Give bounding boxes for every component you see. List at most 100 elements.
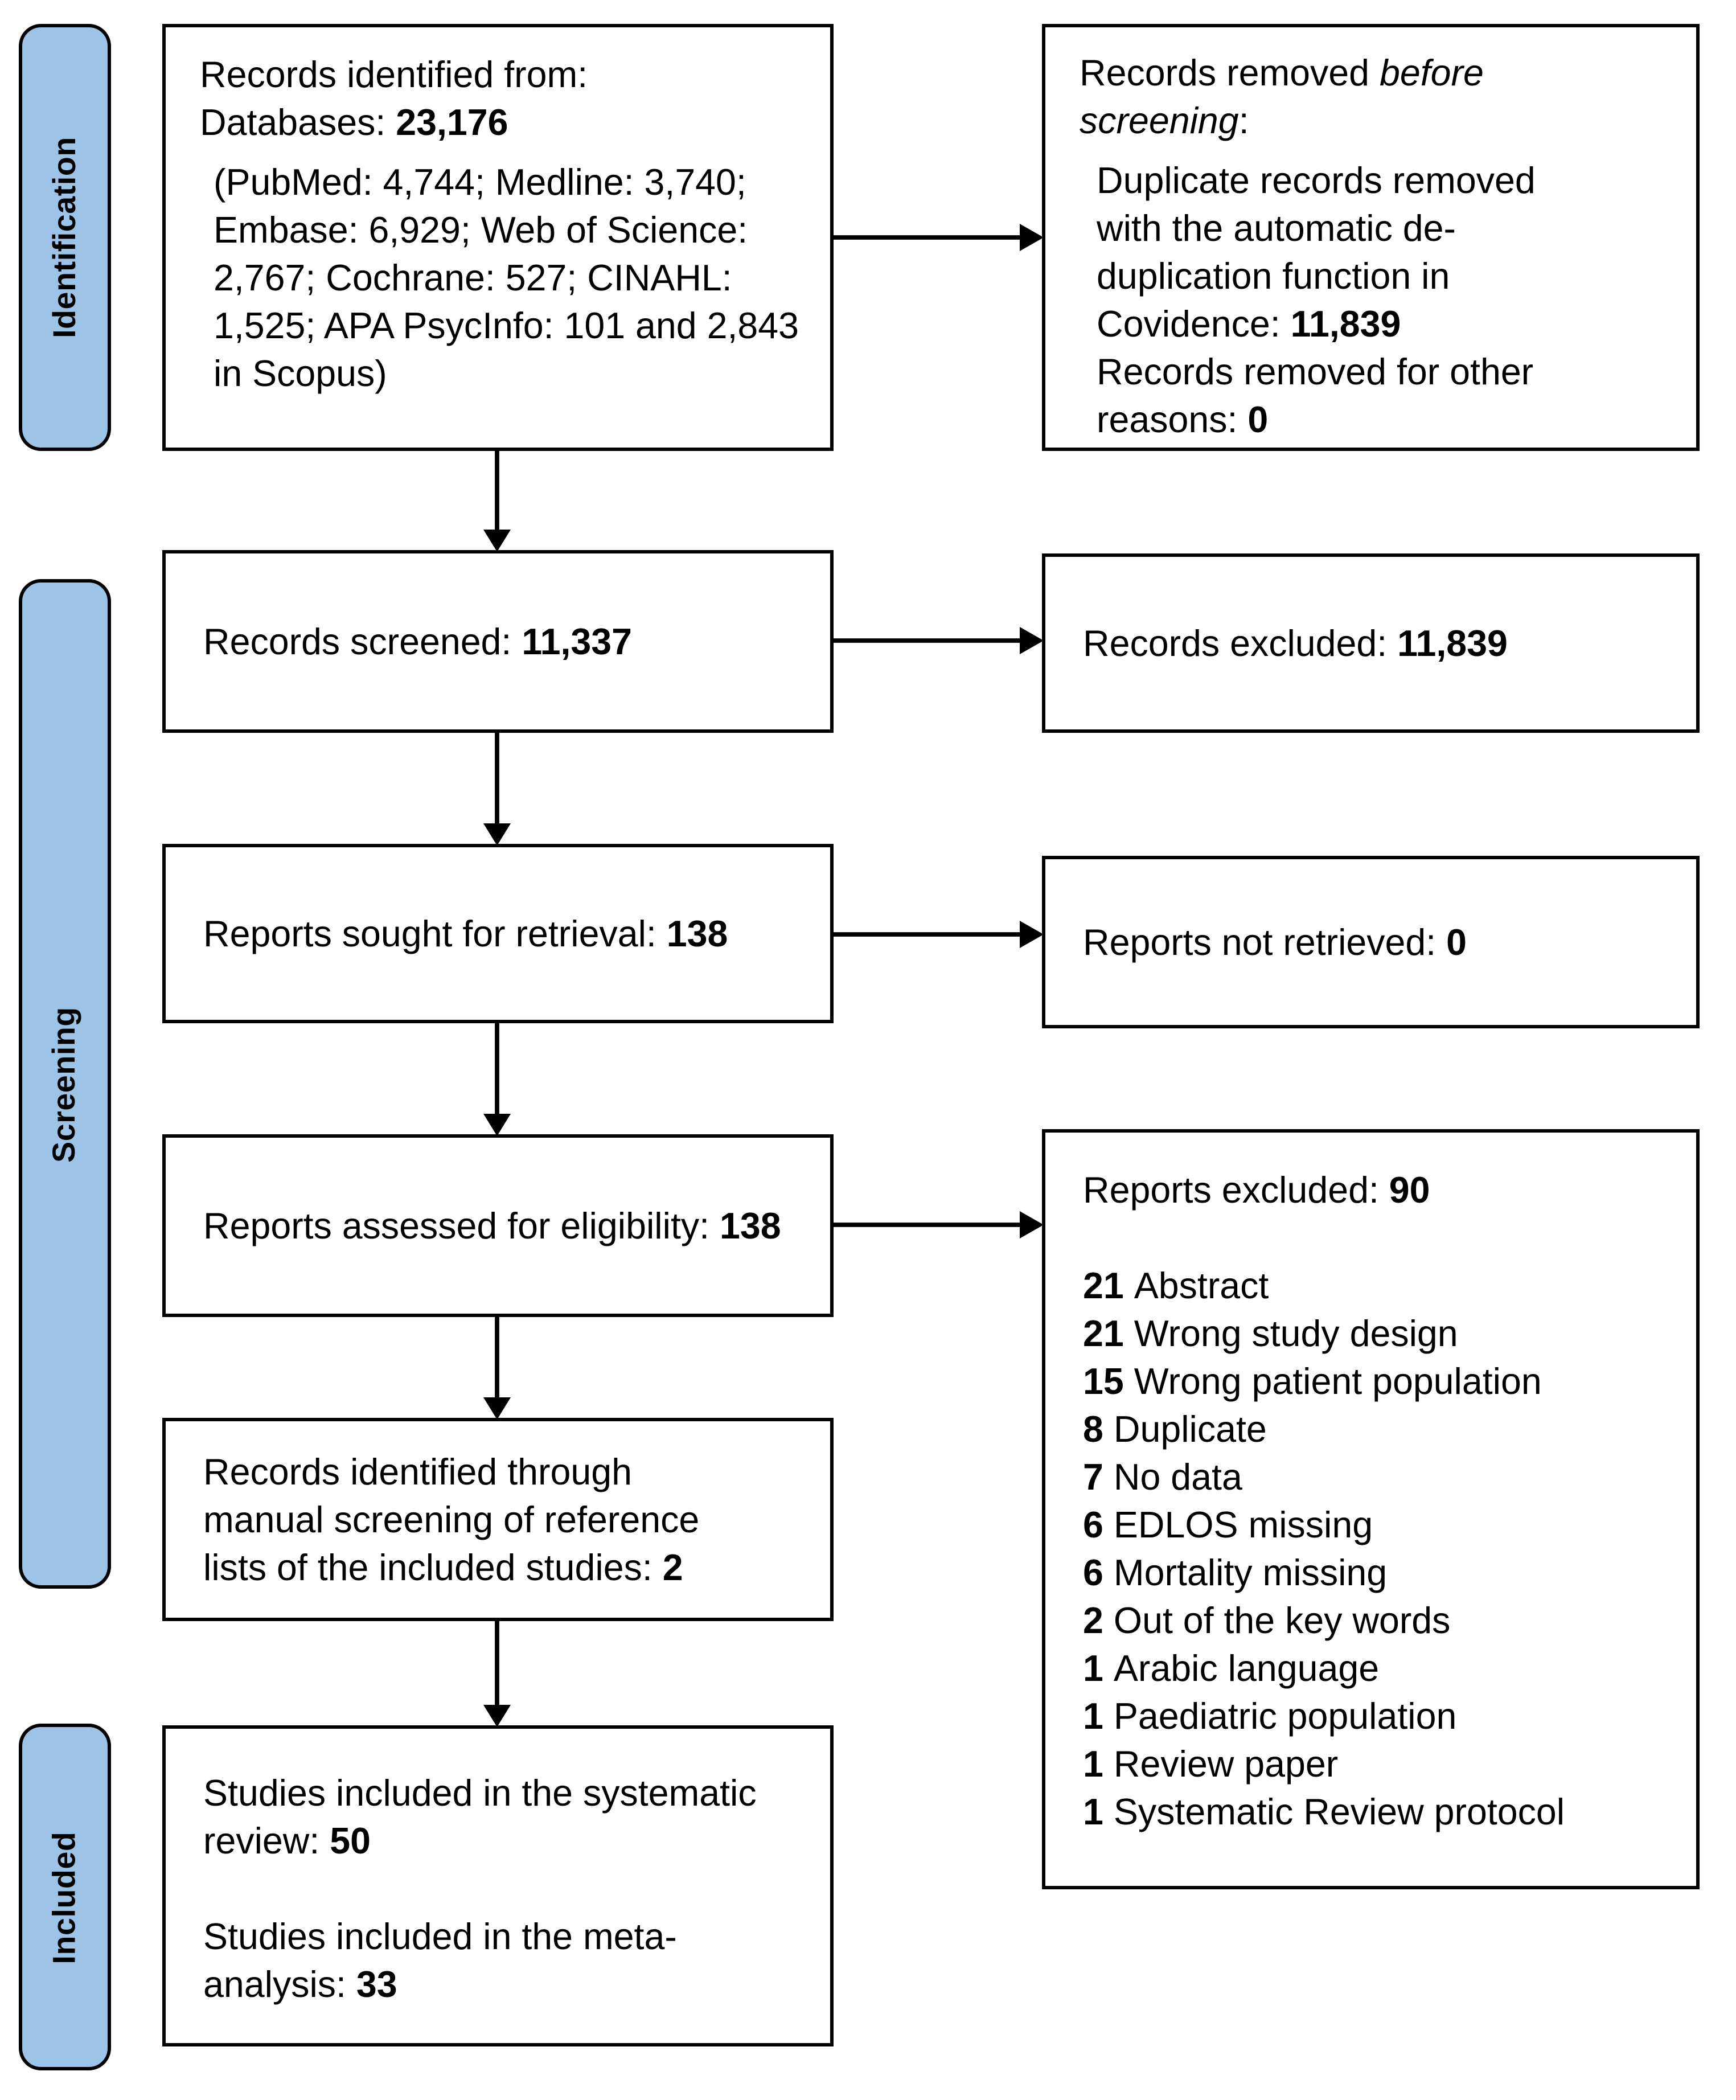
reports-excluded-label: Reports excluded: [1083, 1170, 1389, 1211]
reports-assessed-count: 138 [719, 1205, 781, 1246]
arrow-assessed-to-manual [483, 1317, 511, 1420]
stage-identification-label: Identification [46, 137, 83, 338]
exclusion-reason-count: 6 [1083, 1505, 1103, 1546]
box-records-excluded: Records excluded: 11,839 [1042, 553, 1700, 733]
exclusion-reason-count: 8 [1083, 1409, 1103, 1450]
exclusion-reason-label: Systematic Review protocol [1113, 1792, 1565, 1833]
exclusion-reason-count: 7 [1083, 1457, 1103, 1498]
reports-not-retrieved-label: Reports not retrieved: [1083, 921, 1447, 963]
duplicates-removed-label: Duplicate records removed with the autom… [1097, 161, 1536, 345]
arrow-sought-to-notretrieved [834, 921, 1044, 948]
records-removed-title: Records removed before screening: [1080, 50, 1611, 145]
other-reasons-count: 0 [1247, 400, 1269, 441]
databases-label: Databases: [200, 102, 396, 143]
reports-not-retrieved-count: 0 [1446, 921, 1467, 963]
exclusion-reason-count: 1 [1083, 1648, 1103, 1689]
records-removed-items: Duplicate records removed with the autom… [1097, 157, 1611, 444]
box-reports-not-retrieved: Reports not retrieved: 0 [1042, 856, 1700, 1028]
box-records-screened: Records screened: 11,337 [162, 550, 834, 733]
records-removed-title-suffix: : [1238, 101, 1249, 142]
arrow-screened-to-excluded [834, 627, 1044, 654]
records-screened-text: Records screened: 11,337 [203, 618, 806, 666]
manual-screening-label: Records identified through manual screen… [203, 1451, 700, 1588]
systematic-review-text: Studies included in the systematic revie… [203, 1770, 796, 1865]
reports-not-retrieved-text: Reports not retrieved: 0 [1083, 918, 1672, 966]
reports-excluded-count: 90 [1389, 1170, 1430, 1211]
meta-analysis-text: Studies included in the meta-analysis: 3… [203, 1913, 796, 2009]
exclusion-reason-label: Paediatric population [1113, 1696, 1457, 1737]
exclusion-reason-label: Out of the key words [1113, 1601, 1451, 1642]
reports-assessed-text: Reports assessed for eligibility: 138 [203, 1202, 806, 1250]
records-screened-count: 11,337 [522, 621, 633, 662]
exclusion-reason-count: 2 [1083, 1601, 1103, 1642]
meta-analysis-count: 33 [356, 1964, 397, 2005]
stage-included: Included [19, 1724, 111, 2070]
records-identified-line1: Records identified from: [200, 51, 813, 99]
box-reports-assessed: Reports assessed for eligibility: 138 [162, 1134, 834, 1317]
exclusion-reason-label: Abstract [1134, 1266, 1269, 1307]
exclusion-reason-count: 21 [1083, 1266, 1124, 1307]
exclusion-reason-count: 21 [1083, 1314, 1124, 1355]
exclusion-reason-count: 1 [1083, 1744, 1103, 1785]
records-identified-title: Records identified from: [200, 55, 588, 96]
arrow-identified-to-removed [834, 224, 1044, 251]
systematic-review-count: 50 [330, 1821, 371, 1862]
box-manual-screening: Records identified through manual screen… [162, 1418, 834, 1621]
arrow-sought-to-assessed [483, 1023, 511, 1136]
records-removed-title-italic: before screening [1080, 53, 1484, 142]
exclusion-reason-count: 1 [1083, 1696, 1103, 1737]
stage-screening: Screening [19, 579, 111, 1589]
exclusion-reason-count: 15 [1083, 1361, 1124, 1402]
exclusion-reason-label: Mortality missing [1113, 1553, 1388, 1594]
records-excluded-label: Records excluded: [1083, 622, 1398, 664]
stage-screening-label: Screening [46, 1006, 82, 1162]
exclusion-reason-count: 1 [1083, 1792, 1103, 1833]
arrow-screened-to-sought [483, 733, 511, 846]
box-records-removed: Records removed before screening: Duplic… [1042, 24, 1700, 451]
stage-included-label: Included [46, 1830, 83, 1964]
exclusion-reason-label: Duplicate [1113, 1409, 1267, 1450]
exclusion-reason-label: EDLOS missing [1113, 1505, 1373, 1546]
records-identified-line2: Databases: 23,176 [200, 99, 813, 147]
databases-breakdown: (PubMed: 4,744; Medline: 3,740; Embase: … [214, 162, 799, 395]
box-reports-sought: Reports sought for retrieval: 138 [162, 844, 834, 1023]
exclusion-reason-count: 6 [1083, 1553, 1103, 1594]
duplicates-removed-text: Duplicate records removed with the autom… [1097, 157, 1611, 348]
reports-assessed-label: Reports assessed for eligibility: [203, 1205, 720, 1246]
exclusion-reason-label: Arabic language [1113, 1648, 1380, 1689]
exclusion-reason-label: No data [1113, 1457, 1242, 1498]
manual-screening-text: Records identified through manual screen… [203, 1448, 762, 1592]
exclusion-reason-label: Wrong study design [1134, 1314, 1458, 1355]
arrow-identified-to-screened [483, 451, 511, 552]
exclusion-reason-label: Review paper [1113, 1744, 1339, 1785]
box-records-identified: Records identified from: Databases: 23,1… [162, 24, 834, 451]
records-excluded-text: Records excluded: 11,839 [1083, 620, 1672, 667]
other-reasons-label: Records removed for other reasons: [1097, 352, 1534, 441]
reports-sought-count: 138 [666, 913, 728, 954]
records-screened-label: Records screened: [203, 621, 522, 662]
reports-sought-label: Reports sought for retrieval: [203, 913, 667, 954]
reports-excluded-text: Reports excluded: 90 [1083, 1167, 1672, 1215]
arrow-assessed-to-reportsexcluded [834, 1211, 1044, 1238]
other-reasons-text: Records removed for other reasons: 0 [1097, 348, 1611, 444]
records-removed-title-prefix: Records removed [1080, 53, 1380, 94]
stage-identification: Identification [19, 24, 111, 451]
reports-sought-text: Reports sought for retrieval: 138 [203, 910, 806, 958]
records-excluded-count: 11,839 [1397, 622, 1508, 664]
meta-analysis-label: Studies included in the meta-analysis: [203, 1917, 677, 2005]
databases-count: 23,176 [396, 102, 508, 143]
